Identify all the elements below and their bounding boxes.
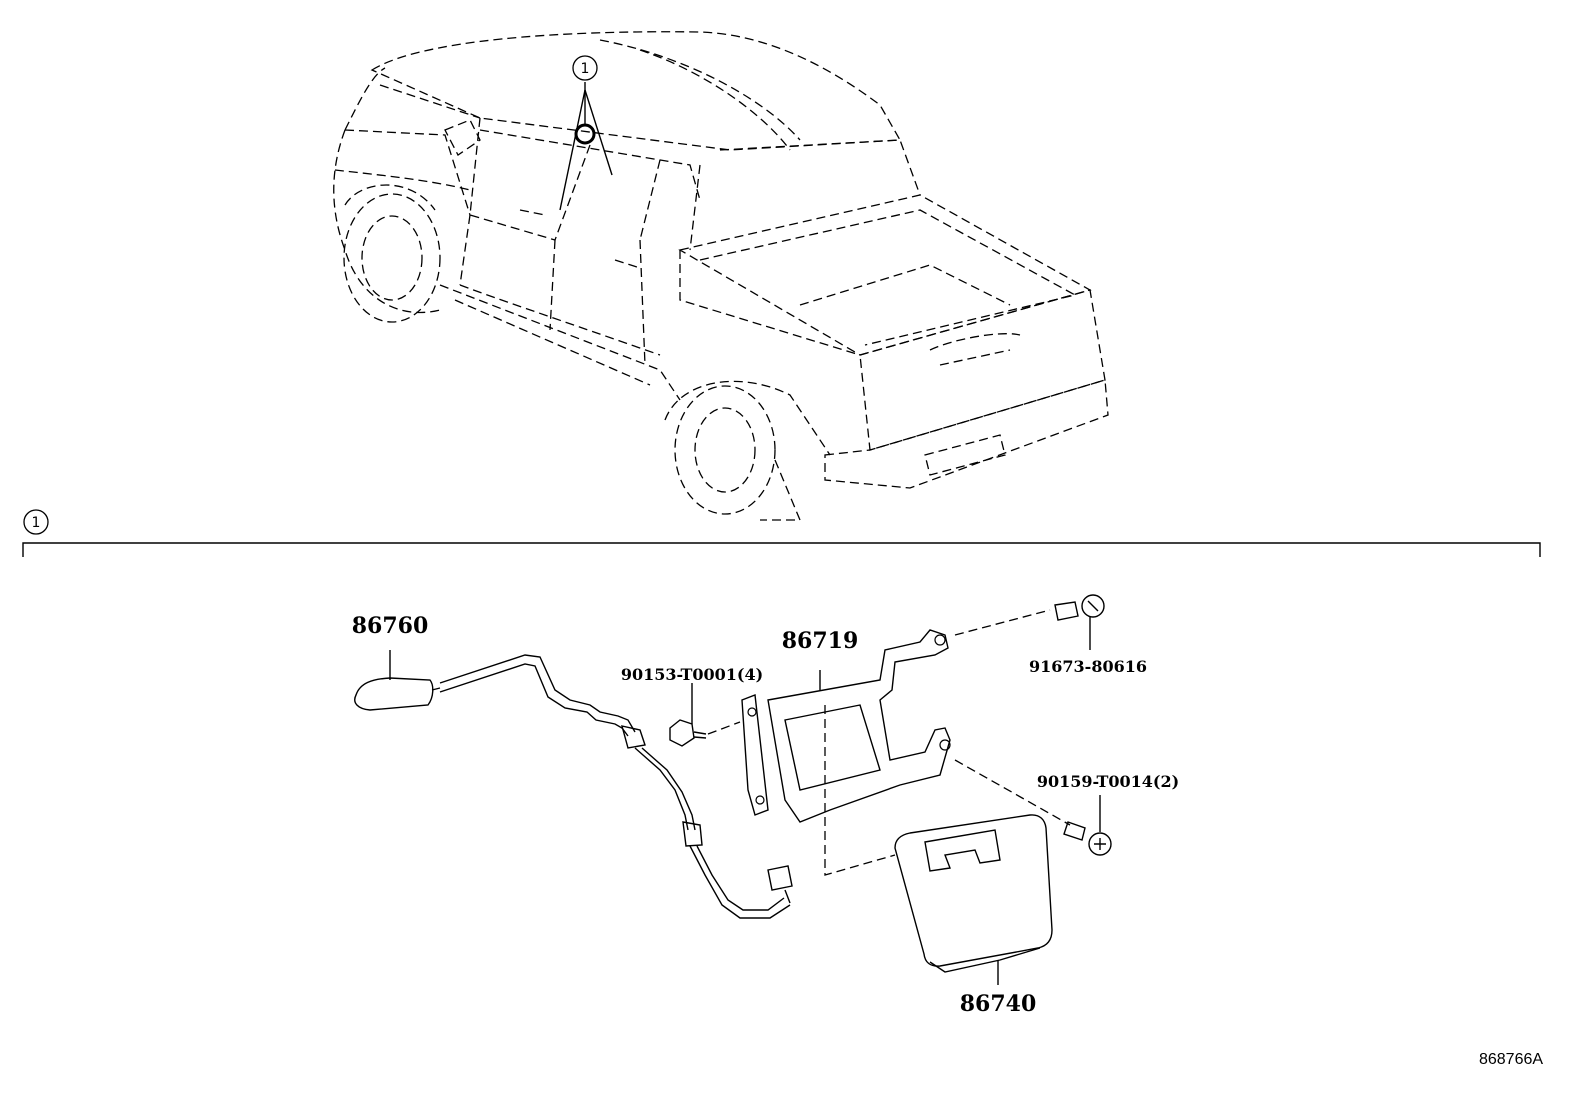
pickup-truck-illustration xyxy=(333,31,1109,521)
bolt-bottom-fastener xyxy=(954,759,1112,856)
nut-fastener xyxy=(669,683,741,747)
nut-part-label: 90153-T0001(4) xyxy=(621,665,763,684)
bracket-assembly xyxy=(741,629,951,876)
section-divider: 1 xyxy=(22,509,1541,557)
control-module xyxy=(894,814,1053,985)
diagram-id-label: 868766A xyxy=(1479,1051,1543,1068)
bolt-bottom-part-label: 90159-T0014(2) xyxy=(1037,772,1179,791)
callout-number: 1 xyxy=(581,61,590,77)
bolt-top-part-label: 91673-80616 xyxy=(1029,657,1147,676)
callout-marker-truck: 1 xyxy=(572,55,598,81)
antenna-assembly xyxy=(354,650,793,919)
section-callout-number: 1 xyxy=(32,515,41,531)
module-part-label: 86740 xyxy=(960,991,1037,1017)
antenna-part-label: 86760 xyxy=(352,613,429,639)
bracket-part-label: 86719 xyxy=(782,628,859,654)
bolt-top-fastener xyxy=(954,594,1105,650)
